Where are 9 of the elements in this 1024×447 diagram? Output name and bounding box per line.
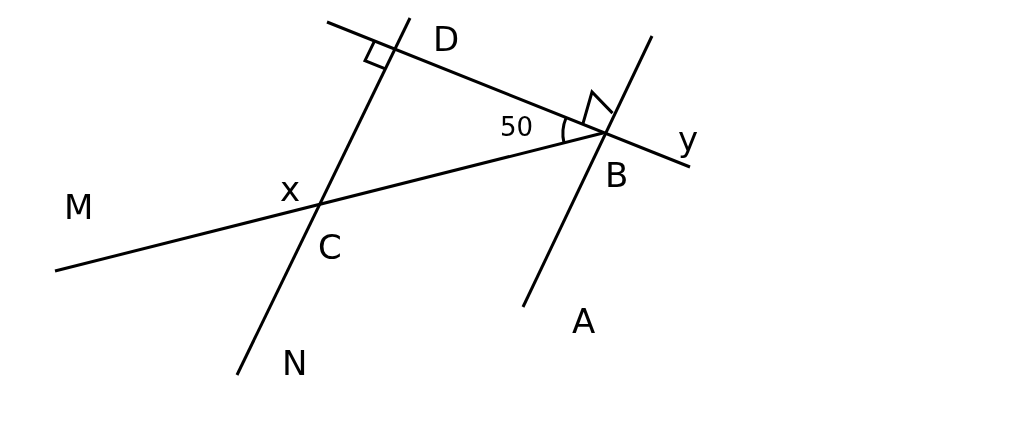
point-label: A [572, 304, 596, 338]
point-label: D [433, 22, 460, 56]
variable-label: y [678, 122, 699, 156]
variable-label: x [280, 172, 301, 206]
point-label: M [64, 190, 94, 224]
angle-label: 50 [500, 114, 534, 140]
point-label: C [318, 230, 342, 264]
point-label: B [605, 158, 629, 192]
point-label: N [282, 346, 308, 380]
